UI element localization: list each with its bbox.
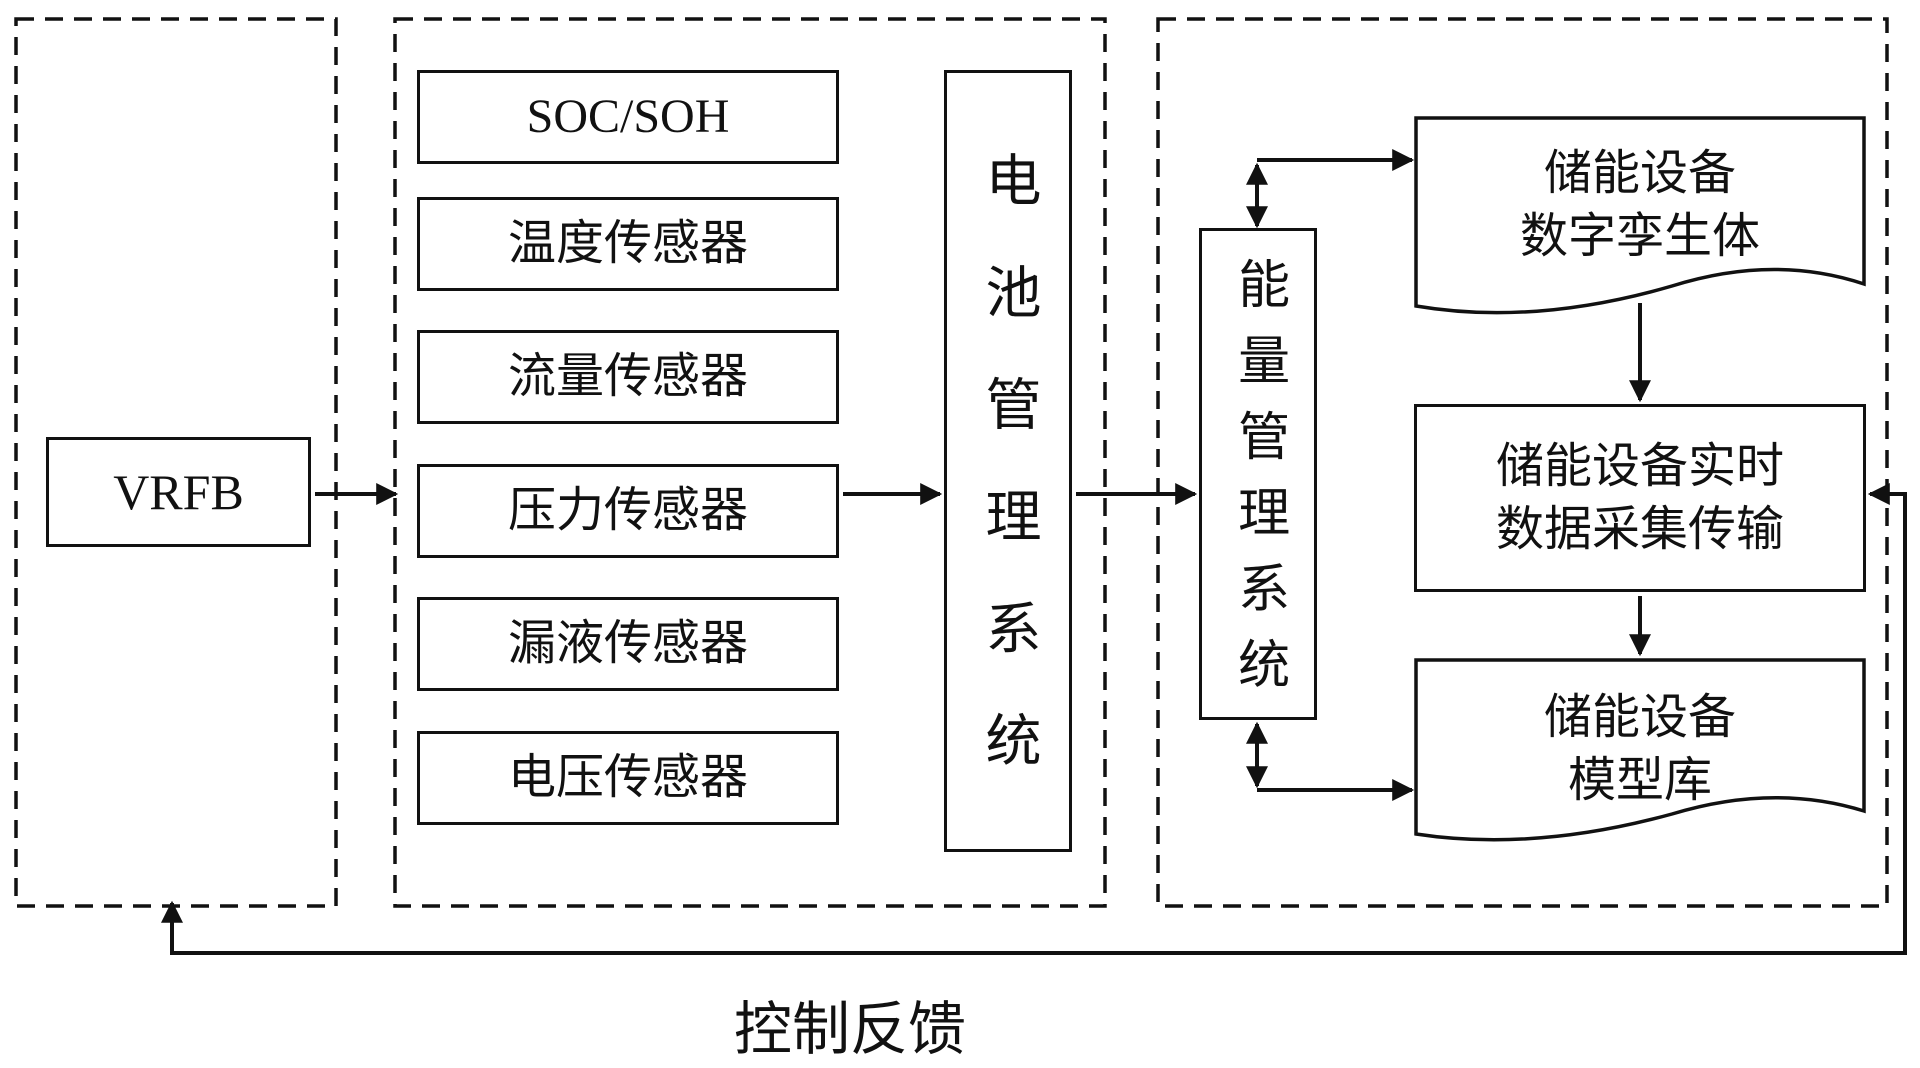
sensor-box-voltage: 电压传感器 xyxy=(417,731,839,825)
ems-label: 能量管理系统 xyxy=(1229,257,1287,713)
feedback-caption: 控制反馈 xyxy=(733,997,966,1062)
bms-box: 电池管理系统 xyxy=(944,70,1072,852)
sensor-label: 漏液传感器 xyxy=(507,616,748,670)
document-shape xyxy=(1414,658,1866,842)
sensor-label: 电压传感器 xyxy=(507,750,748,804)
realtime-data-label: 储能设备实时 数据采集传输 xyxy=(1495,439,1784,556)
realtime-data-box: 储能设备实时 数据采集传输 xyxy=(1414,404,1866,592)
digital-twin-doc: 储能设备 数字孪生体 xyxy=(1414,116,1866,331)
sensor-label: 温度传感器 xyxy=(507,216,748,270)
sensor-box-flow: 流量传感器 xyxy=(417,330,839,424)
bms-label: 电池管理系统 xyxy=(977,151,1040,823)
document-shape xyxy=(1414,116,1866,315)
model-library-doc: 储能设备 模型库 xyxy=(1414,658,1866,858)
model-library-label: 储能设备 模型库 xyxy=(1543,691,1736,808)
sensor-label: 流量传感器 xyxy=(507,349,748,403)
ems-box: 能量管理系统 xyxy=(1199,228,1317,720)
sensor-box-pressure: 压力传感器 xyxy=(417,464,839,558)
sensor-label: SOC/SOH xyxy=(526,89,730,143)
sensor-box-leak: 漏液传感器 xyxy=(417,597,839,691)
vrfb-label: VRFB xyxy=(113,463,244,520)
sensor-box-temperature: 温度传感器 xyxy=(417,197,839,291)
vrfb-box: VRFB xyxy=(46,437,311,547)
sensor-label: 压力传感器 xyxy=(507,483,748,537)
sensor-box-soc-soh: SOC/SOH xyxy=(417,70,839,164)
digital-twin-label: 储能设备 数字孪生体 xyxy=(1519,147,1760,264)
